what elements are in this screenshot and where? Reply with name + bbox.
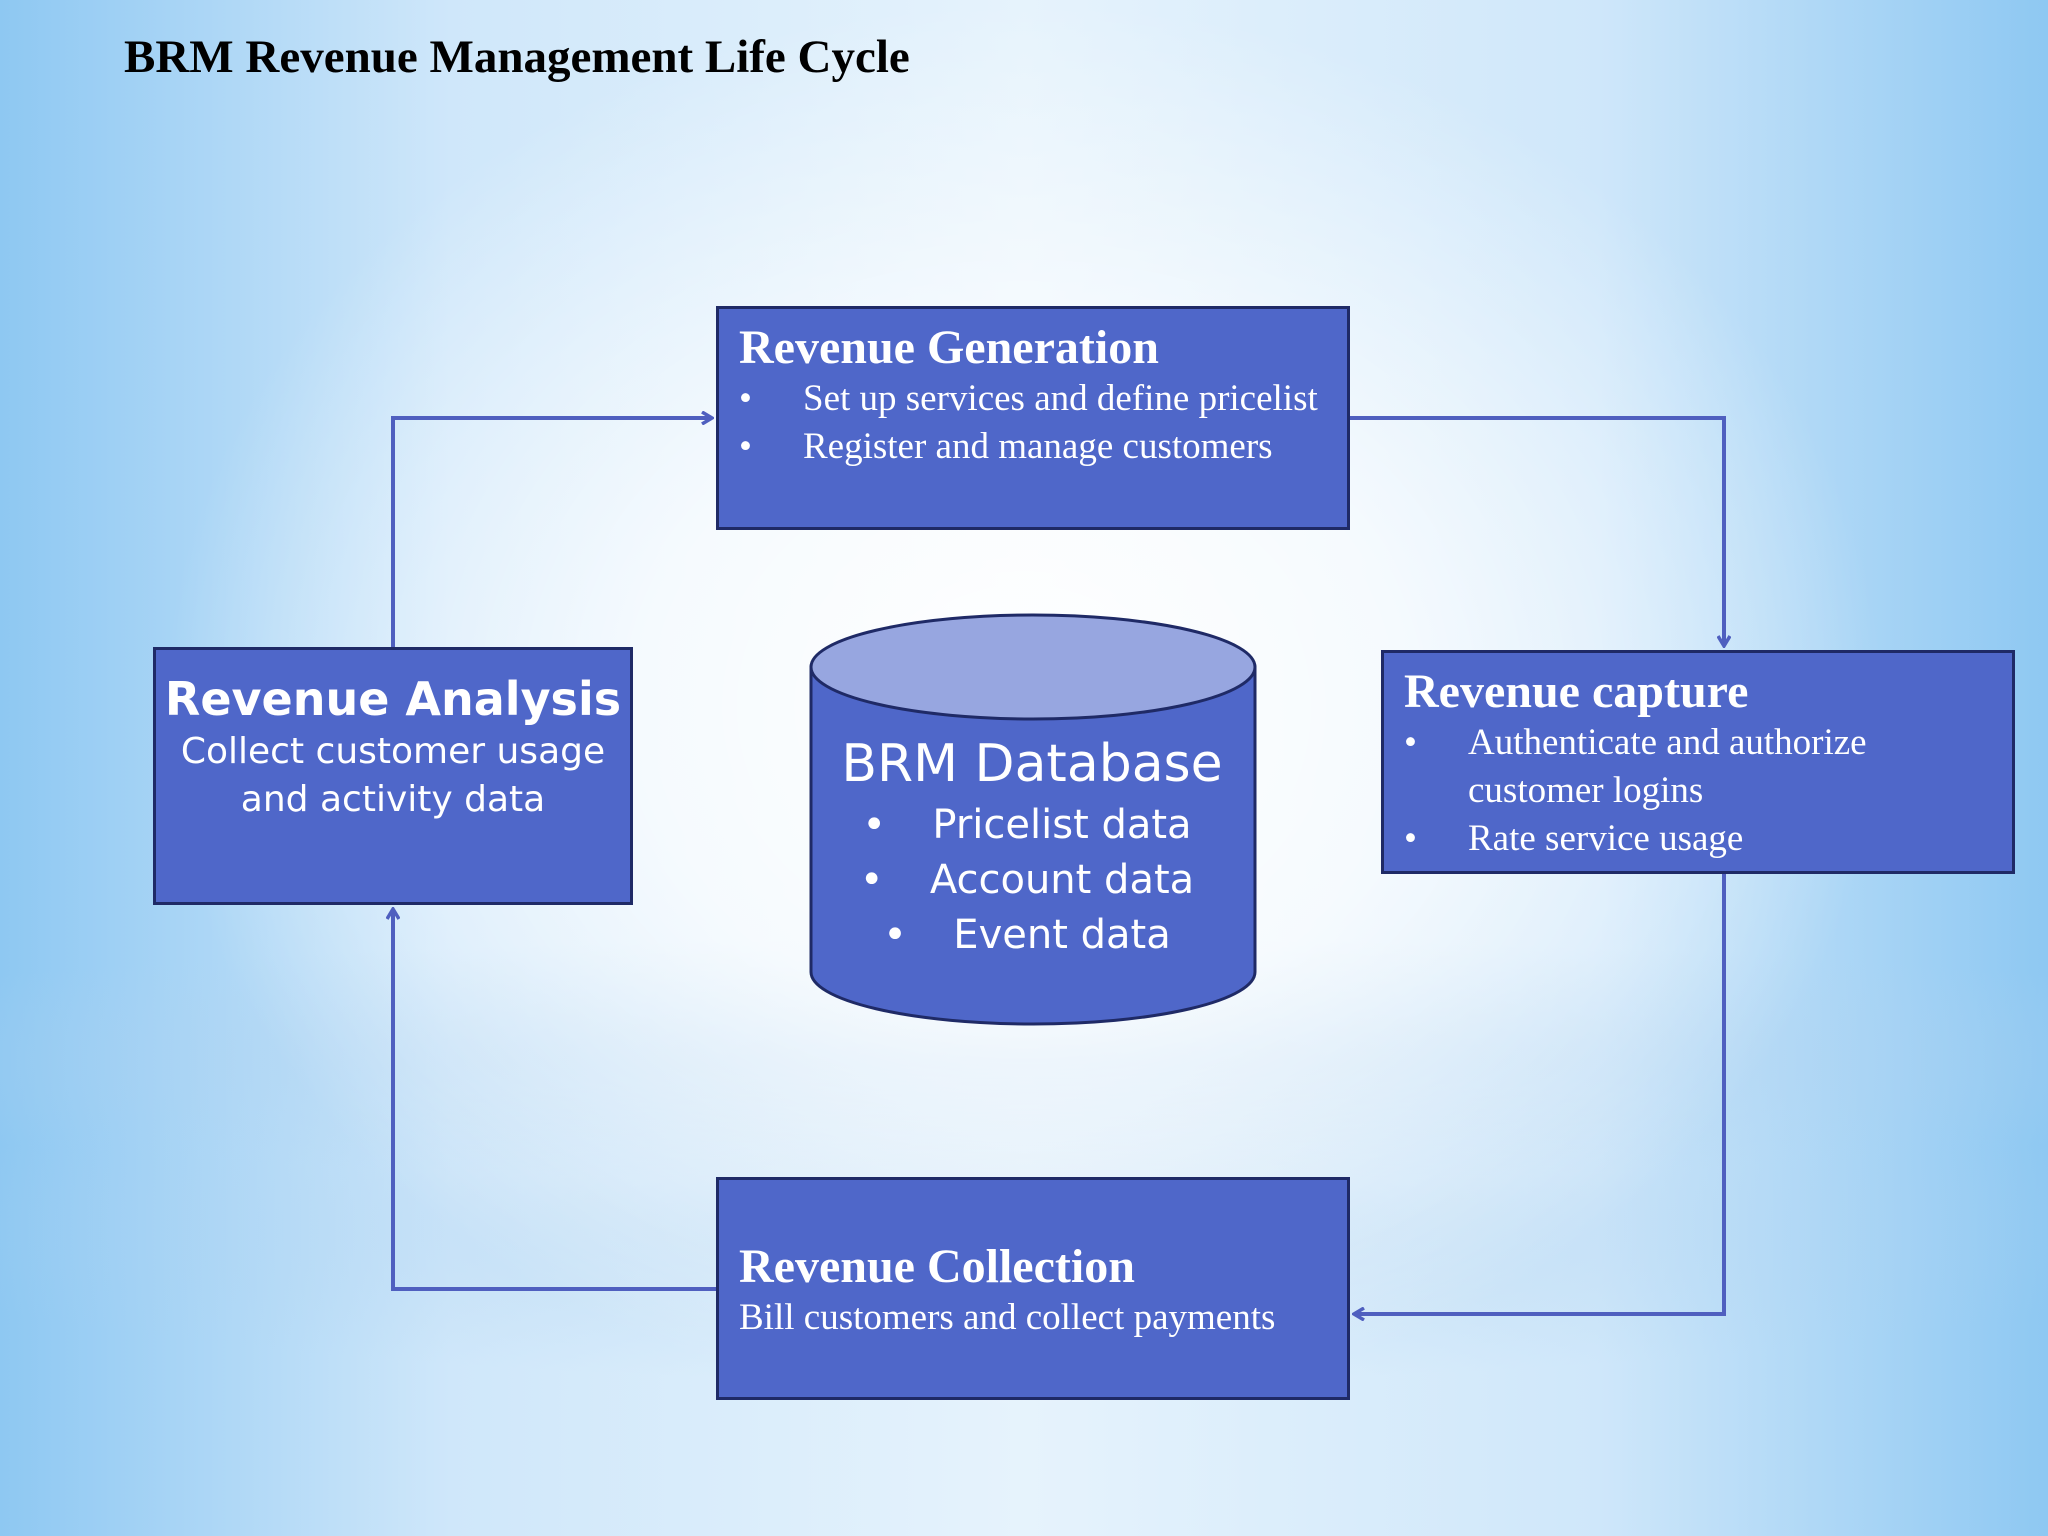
revenue-generation-list: Set up services and define pricelist Reg… [739,375,1327,471]
list-item-text: Pricelist data [932,802,1192,848]
revenue-capture-title: Revenue capture [1404,665,1749,718]
revenue-generation-title: Revenue Generation [739,321,1159,374]
revenue-capture-box: Revenue capture Authenticate and authori… [1381,650,2015,874]
revenue-collection-box: Revenue Collection Bill customers and co… [716,1177,1350,1400]
list-item-text: Account data [929,857,1195,903]
cylinder-top [809,613,1257,721]
revenue-collection-title: Revenue Collection [739,1240,1135,1293]
arrow-capture-to-collection [1354,874,1726,1314]
revenue-analysis-box: Revenue Analysis Collect customer usage … [153,647,633,905]
page-title: BRM Revenue Management Life Cycle [124,31,910,83]
list-item: Register and manage customers [739,423,1327,471]
list-item: Set up services and define pricelist [739,375,1327,423]
revenue-generation-box: Revenue Generation Set up services and d… [716,306,1350,530]
revenue-analysis-description: Collect customer usage and activity data [180,731,606,820]
list-item: Authenticate and authorize customer logi… [1404,719,1992,815]
list-item: Event data [810,908,1254,963]
database-label: BRM Database Pricelist data Account data… [810,730,1254,963]
database-list: Pricelist data Account data Event data [810,798,1254,963]
arrow-analysis-to-generation [391,418,712,647]
arrow-generation-to-capture [1350,416,1724,646]
database-title: BRM Database [841,734,1223,794]
list-item: Pricelist data [810,798,1254,853]
revenue-collection-description: Bill customers and collect payments [739,1297,1276,1338]
list-item-text: Event data [953,912,1171,958]
list-item: Rate service usage [1404,815,1992,863]
revenue-capture-list: Authenticate and authorize customer logi… [1404,719,1992,863]
arrow-collection-to-analysis [393,909,716,1291]
list-item: Account data [810,853,1254,908]
revenue-analysis-title: Revenue Analysis [164,672,622,726]
